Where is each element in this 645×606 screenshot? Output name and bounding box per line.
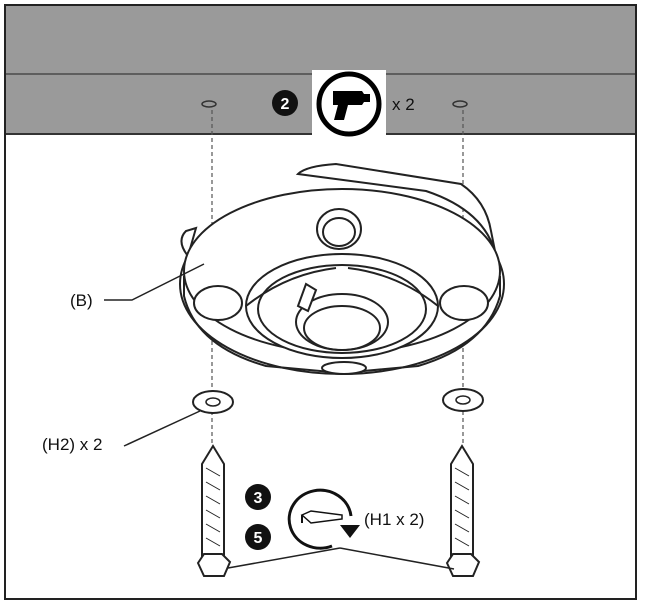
diagram-frame: 2 x 2 (B) (H2) x 2 [4, 4, 637, 600]
label-washers: (H2) x 2 [42, 435, 102, 454]
screw-right [445, 444, 481, 577]
step-badge-screw: 3 [245, 484, 271, 510]
washer-left [192, 390, 234, 414]
leader-line-screw-left [227, 547, 341, 569]
screw-left [196, 444, 232, 577]
step-badge-tighten: 5 [245, 524, 271, 550]
leader-line-base [104, 263, 205, 301]
drill-hole-right [452, 100, 468, 108]
drill-hole-left [201, 100, 217, 108]
step-badge-drill: 2 [272, 90, 298, 116]
step-number-screw: 3 [254, 490, 263, 507]
installation-diagram: 2 x 2 (B) (H2) x 2 [6, 6, 635, 577]
drill-icon [312, 70, 386, 138]
drill-quantity: x 2 [392, 95, 415, 114]
label-screws: (H1 x 2) [364, 510, 424, 529]
step-number-drill: 2 [281, 96, 290, 113]
step-number-tighten: 5 [254, 530, 263, 547]
leader-line-screw-right [339, 547, 455, 570]
label-base: (B) [70, 291, 93, 310]
leader-line-washer [123, 410, 201, 447]
washer-right [442, 388, 484, 412]
screwdriver-icon [300, 510, 343, 524]
clockwise-rotate-icon [287, 488, 360, 550]
base-plate [179, 162, 505, 375]
